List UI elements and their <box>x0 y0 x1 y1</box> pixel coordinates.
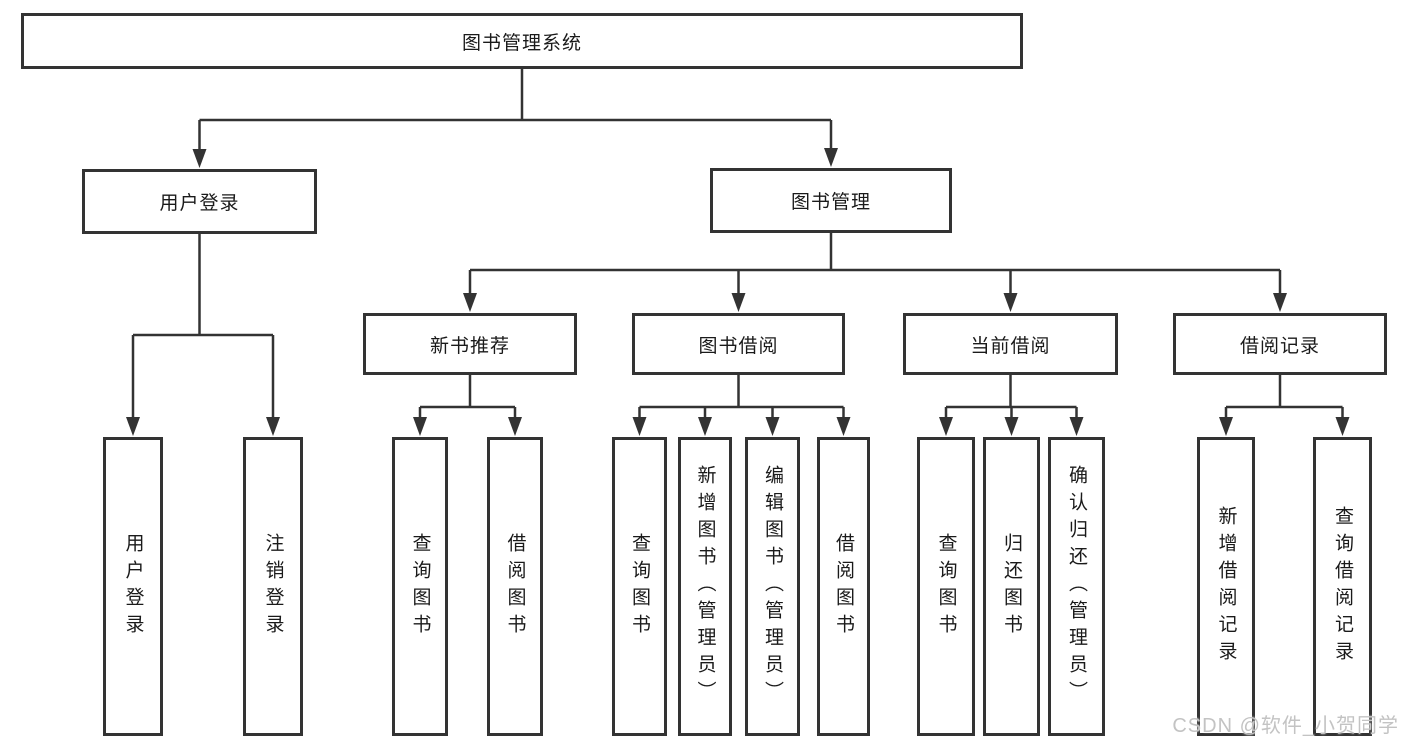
leaf-query-books-borrow: 查询图书 <box>612 437 667 736</box>
node-borrow-record: 借阅记录 <box>1173 313 1387 375</box>
leaf-query-books-recommend: 查询图书 <box>392 437 448 736</box>
leaf-edit-book-admin: 编辑图书（管理员） <box>745 437 800 736</box>
node-label: 当前借阅 <box>970 335 1051 357</box>
connector-borrow-record-branch <box>1219 375 1350 436</box>
node-label: 图书管理系统 <box>461 32 582 54</box>
leaf-return-book: 归还图书 <box>983 437 1040 736</box>
node-label: 用户登录 <box>159 193 240 214</box>
node-label: 查询借阅记录 <box>1332 505 1353 668</box>
connector-new-book-recommend-branch <box>413 375 522 436</box>
node-label: 注销登录 <box>262 532 284 641</box>
leaf-confirm-return-admin: 确认归还（管理员） <box>1048 437 1105 736</box>
node-label: 新书推荐 <box>429 335 510 357</box>
connector-book-management-branch <box>463 233 1287 312</box>
leaf-logout: 注销登录 <box>243 437 303 736</box>
leaf-add-borrow-record: 新增借阅记录 <box>1197 437 1255 736</box>
node-label: 借阅记录 <box>1239 335 1320 357</box>
node-label: 查询图书 <box>935 532 957 641</box>
node-label: 用户登录 <box>122 532 144 641</box>
leaf-borrow-books: 借阅图书 <box>817 437 870 736</box>
node-book-borrow: 图书借阅 <box>632 313 845 375</box>
leaf-user-login: 用户登录 <box>103 437 163 736</box>
node-label: 借阅图书 <box>833 532 854 641</box>
connector-current-borrow-branch <box>939 375 1084 436</box>
node-label: 查询图书 <box>409 532 431 641</box>
node-user-login: 用户登录 <box>82 169 317 234</box>
node-label: 图书借阅 <box>698 335 779 357</box>
connector-user-login-branch <box>126 234 280 436</box>
node-label: 编辑图书（管理员） <box>762 465 783 708</box>
node-label: 图书管理 <box>790 192 871 213</box>
node-label: 查询图书 <box>629 532 650 641</box>
leaf-add-book-admin: 新增图书（管理员） <box>678 437 732 736</box>
leaf-query-books-current: 查询图书 <box>917 437 975 736</box>
leaf-query-borrow-record: 查询借阅记录 <box>1313 437 1372 736</box>
leaf-borrow-books-recommend: 借阅图书 <box>487 437 543 736</box>
node-current-borrow: 当前借阅 <box>903 313 1118 375</box>
node-label: 新增图书（管理员） <box>694 465 716 708</box>
node-new-book-recommend: 新书推荐 <box>363 313 577 375</box>
node-label: 新增借阅记录 <box>1215 505 1237 668</box>
node-book-management: 图书管理 <box>710 168 952 233</box>
node-label: 确认归还（管理员） <box>1066 465 1087 708</box>
connector-book-borrow-branch <box>632 375 851 436</box>
node-label: 借阅图书 <box>504 532 526 641</box>
connector-root-to-level2 <box>192 69 838 168</box>
node-library-management-system: 图书管理系统 <box>21 13 1023 69</box>
csdn-watermark: CSDN @软件_小贺同学 <box>1172 715 1399 737</box>
node-label: 归还图书 <box>1001 532 1022 641</box>
